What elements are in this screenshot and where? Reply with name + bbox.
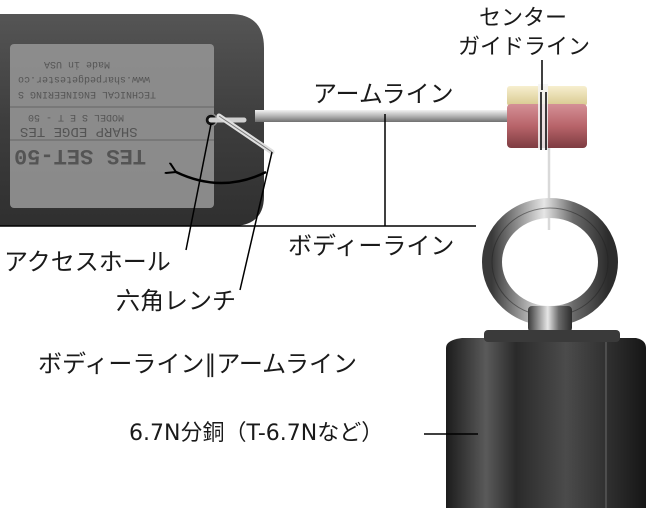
eye-bolt (482, 198, 618, 332)
weight-body (446, 330, 646, 508)
weight-cylinder (446, 338, 646, 508)
label-arm-line: アームライン (313, 80, 454, 108)
arm-rod (255, 110, 513, 122)
hex-wrench (208, 113, 275, 155)
plate-url: www.sharpedgetester.co (18, 73, 151, 84)
plate-product: SHARP EDGE TES (20, 123, 138, 139)
rotation-arrow (176, 172, 267, 185)
mandrel (507, 84, 587, 150)
plate-company: TECHNICAL ENGINEERING S (18, 88, 157, 99)
leader-access-hole (185, 123, 212, 251)
label-hex-wrench: 六角レンチ (116, 287, 236, 315)
label-parallel-note: ボディーライン∥アームライン (38, 350, 357, 378)
weight-top (484, 330, 620, 342)
plate-made-in: Made in USA (44, 58, 111, 69)
plate-model-small: MODEL S E T - 50 (28, 111, 125, 122)
label-center-guide-line-2: ガイドライン (458, 35, 591, 60)
plate-model-big: TES SET-50 (14, 143, 147, 168)
label-weight: 6.7N分銅（T-6.7Nなど） (129, 421, 384, 446)
label-access-hole: アクセスホール (4, 248, 171, 276)
guide-band (538, 84, 548, 150)
eye-bolt-neck (528, 306, 572, 332)
label-plate (10, 44, 214, 208)
label-center-guide-line-1: センター (479, 6, 568, 31)
label-body-line: ボディーライン (288, 232, 455, 260)
tester-body (0, 14, 264, 226)
leader-hex-wrench (239, 151, 273, 291)
